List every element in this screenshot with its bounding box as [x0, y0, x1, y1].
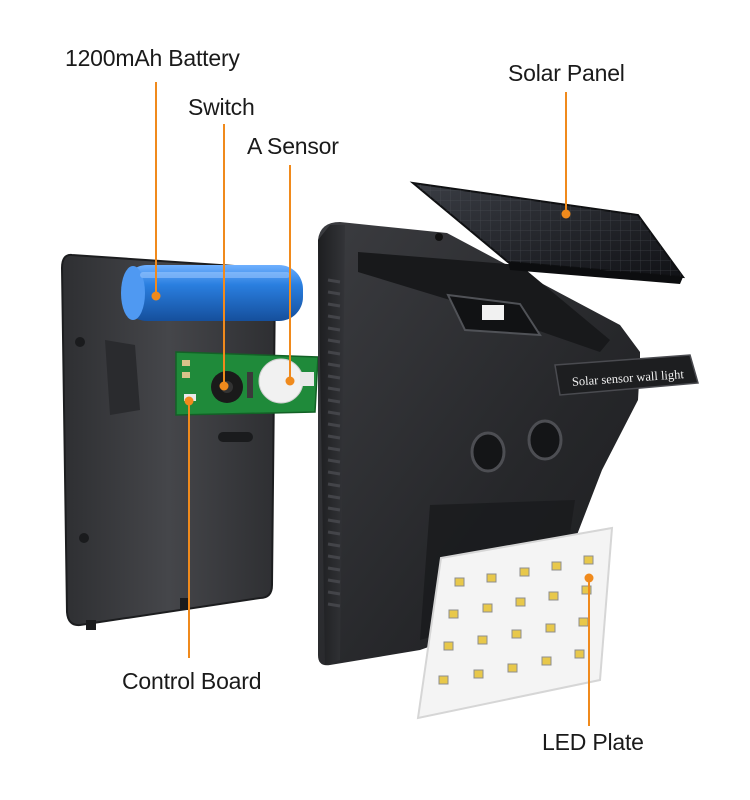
solar-panel-label: Solar Panel: [508, 60, 625, 86]
led-plate-dot: [584, 573, 594, 583]
led-chips: [438, 555, 594, 685]
battery-label: 1200mAh Battery: [65, 45, 240, 71]
back-plate: [60, 253, 277, 630]
control-board-dot: [184, 396, 194, 406]
led-plate-graphic: [416, 526, 614, 720]
led-plate-label: LED Plate: [542, 729, 644, 755]
switch-label: Switch: [188, 94, 255, 120]
housing-tag: Solar sensor wall light: [554, 354, 699, 396]
switch-dot: [219, 381, 229, 391]
battery-graphic: [121, 265, 303, 321]
sensor-label: A Sensor: [247, 133, 339, 159]
sensor-dot: [285, 376, 295, 386]
control-board-graphic: [175, 351, 319, 416]
battery-dot: [151, 291, 161, 301]
control-board-label: Control Board: [122, 668, 262, 694]
solar-panel-graphic: [409, 181, 686, 284]
callout-lines: [155, 82, 590, 726]
callout-dots: [151, 209, 594, 583]
solar-panel-dot: [561, 209, 571, 219]
